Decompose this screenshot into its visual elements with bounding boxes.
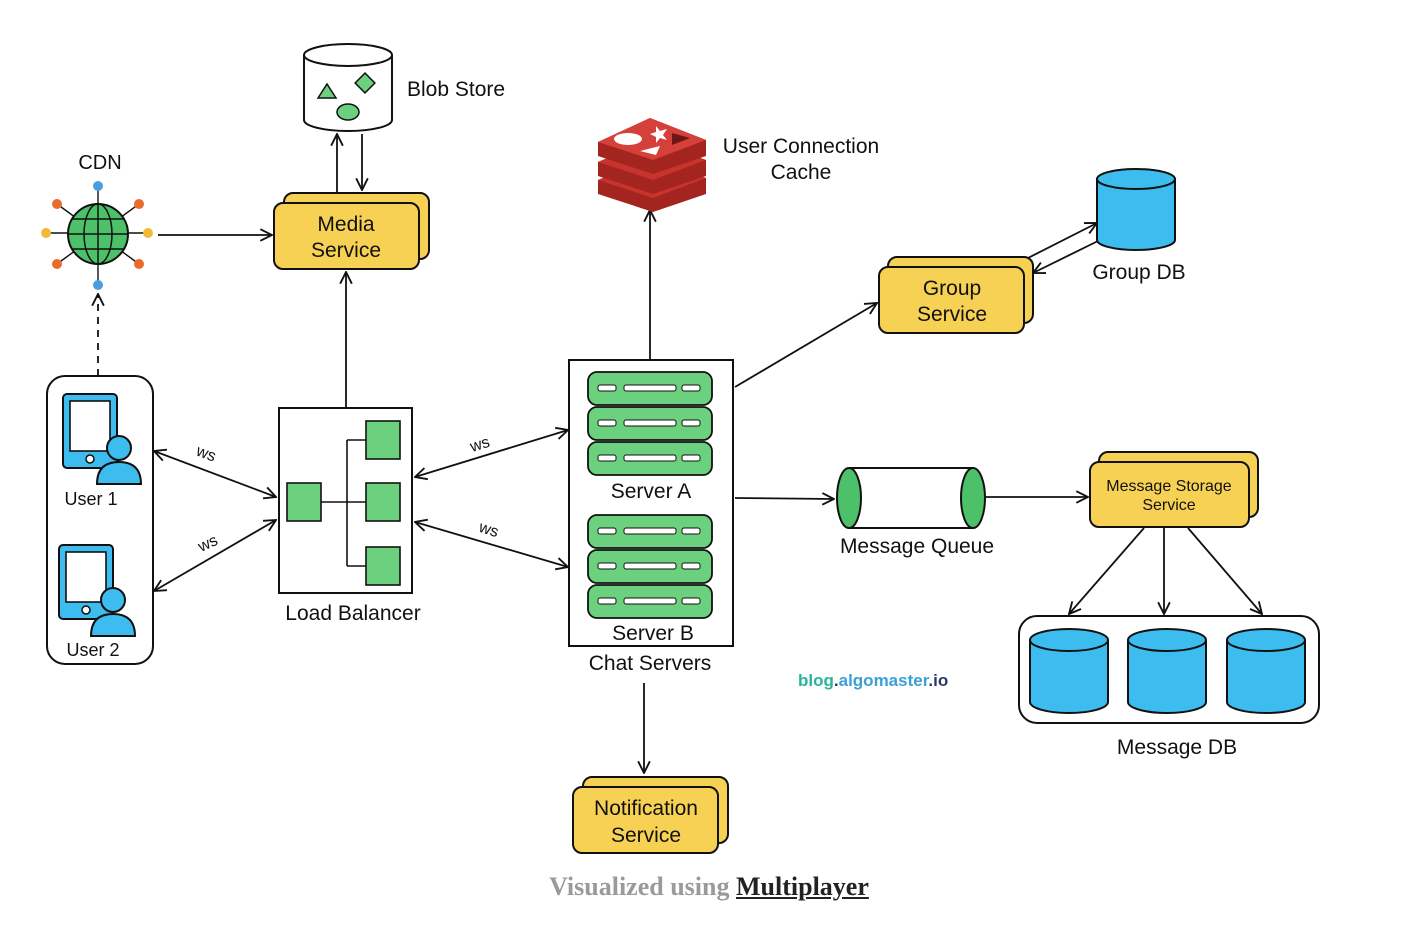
edge-storage-db3: [1187, 527, 1262, 614]
edge-chat-queue: [734, 498, 834, 499]
cdn-label: CDN: [78, 152, 121, 174]
edge-user2-lb: [154, 520, 276, 591]
user-connection-cache-label-2: Cache: [771, 161, 832, 184]
chat-servers: Server A Server B: [568, 359, 734, 647]
load-balancer: [278, 407, 413, 594]
chat-servers-label: Chat Servers: [589, 652, 712, 675]
watermark-part1: blog: [798, 671, 834, 690]
message-db: [1018, 615, 1320, 724]
diamond-shape-icon: [354, 72, 376, 94]
watermark-part3: .io: [928, 671, 948, 690]
edges: [98, 134, 1262, 773]
group-service-label-2: Service: [917, 303, 987, 326]
ws-label-user2: ws: [195, 532, 221, 556]
multiplayer-link[interactable]: Multiplayer: [736, 872, 869, 901]
media-service: Media Service: [273, 192, 430, 270]
server-a-rack-icon: [587, 371, 713, 476]
ws-label-user1: ws: [193, 442, 218, 465]
notification-service-label-1: Notification: [594, 797, 698, 820]
message-db-cylinder-icon: [1226, 628, 1306, 714]
message-db-label: Message DB: [1117, 736, 1237, 759]
edge-groupdb-group: [1033, 239, 1101, 273]
server-b-rack-icon: [587, 514, 713, 619]
media-service-label-1: Media: [317, 213, 375, 236]
user-connection-cache-label-1: User Connection: [723, 135, 879, 158]
edge-storage-db1: [1069, 527, 1145, 614]
edge-group-groupdb: [1027, 223, 1097, 259]
group-service-label-1: Group: [923, 277, 981, 300]
group-service: Group Service: [878, 256, 1034, 334]
message-storage-service-label-1: Message Storage: [1106, 478, 1232, 495]
blob-store-label: Blob Store: [407, 78, 505, 101]
circle-shape-icon: [336, 103, 360, 121]
caption-prefix: Visualized using: [549, 872, 736, 901]
message-storage-service-label-2: Service: [1142, 497, 1195, 514]
edge-user1-lb: [154, 451, 276, 497]
user1-label: User 1: [64, 489, 117, 509]
message-db-cylinder-icon: [1127, 628, 1207, 714]
ws-label-server-b: ws: [476, 519, 501, 542]
watermark-dot: .: [834, 671, 839, 690]
message-storage-service: Message Storage Service: [1089, 451, 1259, 528]
notification-service: Notification Service: [572, 776, 729, 854]
edge-lb-server-b: [415, 522, 568, 567]
user1-device-icon: [62, 393, 143, 485]
group-db-cylinder-icon: [1096, 168, 1176, 251]
message-db-cylinder-icon: [1029, 628, 1109, 714]
triangle-shape-icon: [316, 82, 338, 99]
message-queue-label: Message Queue: [840, 535, 994, 558]
group-db-label: Group DB: [1092, 261, 1185, 284]
media-service-label-2: Service: [311, 239, 381, 262]
server-b-label: Server B: [612, 622, 694, 645]
ws-label-server-a: ws: [467, 434, 492, 456]
message-queue-pipe-icon: [836, 467, 986, 529]
user2-label: User 2: [66, 640, 119, 660]
edge-chat-group: [734, 303, 877, 388]
notification-service-label-2: Service: [611, 824, 681, 847]
users-group: User 1 User 2: [46, 375, 154, 665]
caption: Visualized using Multiplayer: [0, 872, 1418, 902]
load-balancer-label: Load Balancer: [285, 602, 420, 625]
watermark: blog.algomaster.io: [798, 671, 948, 690]
server-a-label: Server A: [611, 480, 692, 503]
redis-cache-icon: [598, 118, 706, 212]
user2-device-icon: [58, 544, 137, 637]
watermark-part2: algomaster: [839, 671, 930, 690]
edge-lb-server-a: [415, 430, 568, 477]
blob-store: [303, 43, 393, 132]
cdn-globe-icon: [41, 181, 153, 290]
